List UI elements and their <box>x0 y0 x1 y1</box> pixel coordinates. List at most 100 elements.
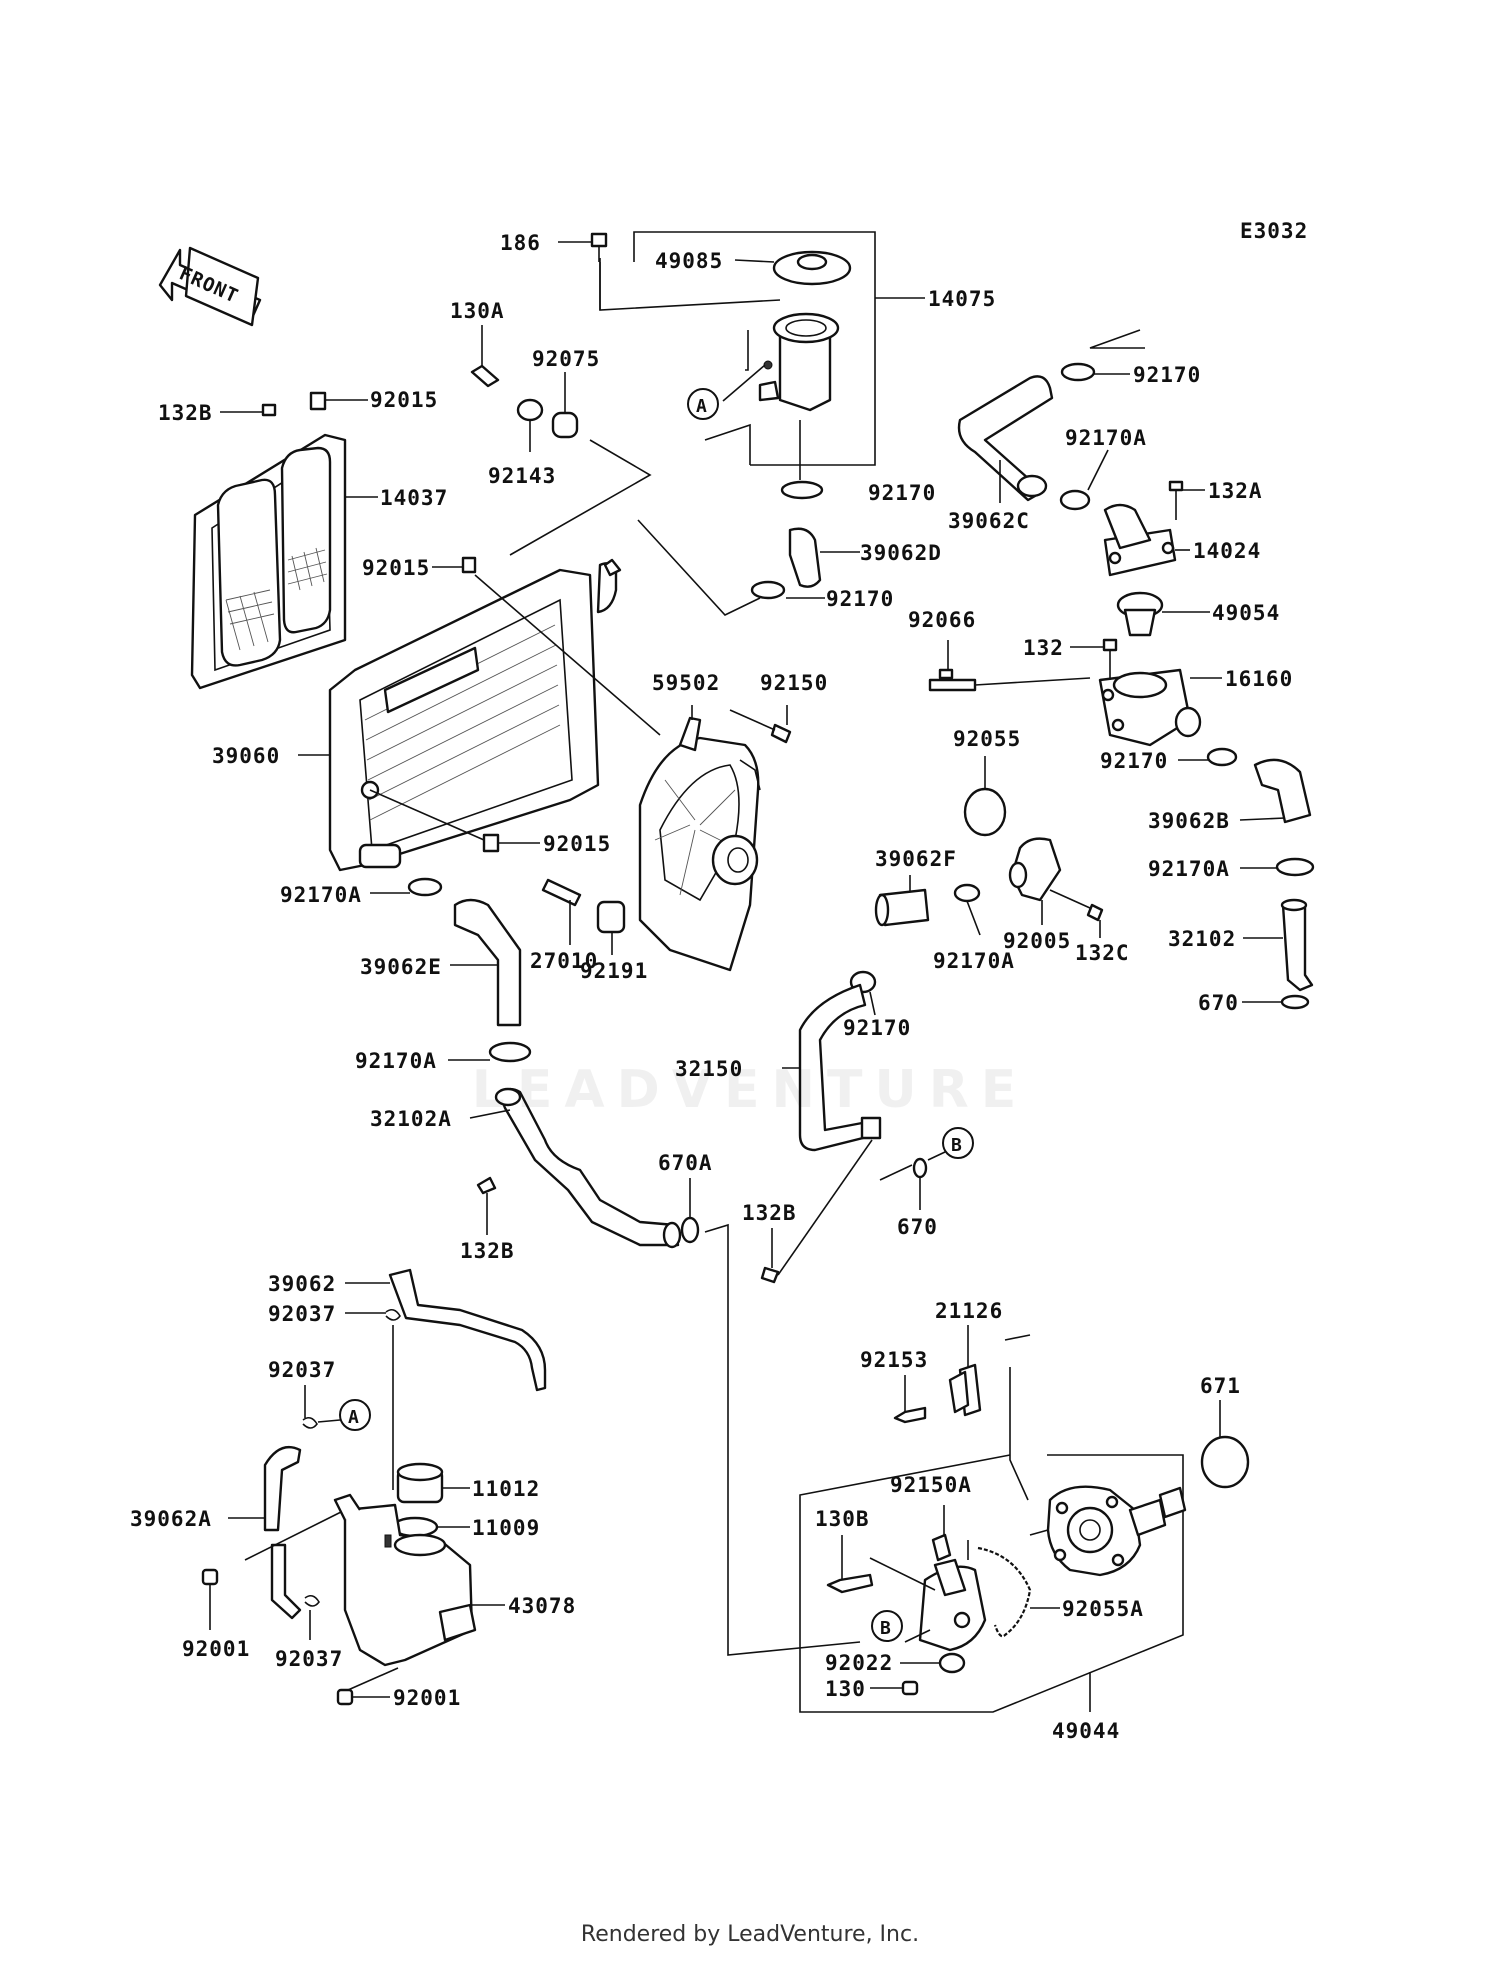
label-14075: 14075 <box>928 287 996 311</box>
label-92022: 92022 <box>825 1651 893 1675</box>
label-92037-top: 92037 <box>268 1302 336 1326</box>
overflow-hose-39062-icon <box>345 1268 547 1392</box>
label-130a: 130A <box>450 299 505 323</box>
sensor-27010-icon <box>541 878 582 945</box>
label-16160: 16160 <box>1225 667 1293 691</box>
pipe-32102a-icon <box>469 1087 682 1249</box>
label-14024: 14024 <box>1193 539 1261 563</box>
label-92170a-left: 92170A <box>280 883 362 907</box>
label-49085: 49085 <box>655 249 723 273</box>
hose-39062a-icon <box>228 1445 346 1620</box>
callout-a-low <box>339 1399 371 1431</box>
label-14037: 14037 <box>380 486 448 510</box>
label-186: 186 <box>500 231 541 255</box>
label-32102a: 32102A <box>370 1107 452 1131</box>
clamp-92170-mid-icon <box>750 580 825 600</box>
label-92066: 92066 <box>908 608 976 632</box>
label-92170a-right: 92170A <box>1148 857 1230 881</box>
hose-39062d-icon <box>788 527 860 588</box>
callout-b-label: B <box>951 1135 963 1156</box>
label-92055: 92055 <box>953 727 1021 751</box>
clip-92037-top-icon <box>345 1308 401 1490</box>
label-132: 132 <box>1023 636 1064 660</box>
radiator-39060 <box>298 558 622 872</box>
filler-neck-group <box>599 231 925 500</box>
bolt-132a-icon <box>1168 480 1205 520</box>
footer-credit: Rendered by LeadVenture, Inc. <box>580 1922 920 1947</box>
bolt-92001-left-icon <box>201 1568 219 1630</box>
clip-92015-low-icon <box>369 789 540 853</box>
label-39062d: 39062D <box>860 541 942 565</box>
label-11012: 11012 <box>472 1477 540 1501</box>
label-92015-low: 92015 <box>543 832 611 856</box>
label-132b-top: 132B <box>158 401 213 425</box>
label-92153: 92153 <box>860 1348 928 1372</box>
bolt-92001-low-icon <box>336 1667 399 1706</box>
o-ring-670-icon <box>879 1151 946 1210</box>
label-670: 670 <box>897 1215 938 1239</box>
label-92037-low: 92037 <box>275 1647 343 1671</box>
fan-59502 <box>638 705 761 972</box>
label-132b-mid: 132B <box>742 1201 797 1225</box>
label-132c: 132C <box>1075 941 1130 965</box>
bolt-132c-icon <box>1049 889 1104 938</box>
label-39062e: 39062E <box>360 955 442 979</box>
clamp-92170-right-icon <box>1178 747 1238 767</box>
label-49054: 49054 <box>1212 601 1280 625</box>
label-39062: 39062 <box>268 1272 336 1296</box>
label-92001-left: 92001 <box>182 1637 250 1661</box>
bolt-130a-icon <box>470 325 500 388</box>
label-92075: 92075 <box>532 347 600 371</box>
cap-92191-icon <box>596 900 626 955</box>
label-92150: 92150 <box>760 671 828 695</box>
clamp-92170a-topright-icon <box>1059 449 1109 511</box>
label-39062f: 39062F <box>875 847 957 871</box>
cap-11012-icon <box>396 1462 470 1504</box>
label-92170-mid: 92170 <box>826 587 894 611</box>
label-49044: 49044 <box>1052 1719 1120 1743</box>
label-92015-top: 92015 <box>370 388 438 412</box>
thermostat-49054-icon <box>1116 591 1210 637</box>
outlet-92005-icon <box>1008 837 1062 925</box>
label-92143: 92143 <box>488 464 556 488</box>
label-670-right: 670 <box>1198 991 1239 1015</box>
bolt-186-icon <box>558 232 608 262</box>
grommet-92075-icon <box>551 372 579 439</box>
screw-132b-mid-icon <box>760 1139 873 1284</box>
bolt-132-icon <box>1070 638 1118 680</box>
thermostat-cover-14024 <box>1103 503 1190 577</box>
o-ring-670-right-icon <box>1242 994 1310 1010</box>
label-92170-low: 92170 <box>843 1016 911 1040</box>
label-92001-low: 92001 <box>393 1686 461 1710</box>
callout-b-top <box>942 1127 974 1159</box>
label-39062a: 39062A <box>130 1507 212 1531</box>
hose-39062e-icon <box>450 898 522 1027</box>
label-92170-topright: 92170 <box>1133 363 1201 387</box>
label-32150: 32150 <box>675 1057 743 1081</box>
shroud-14037 <box>190 433 378 690</box>
callout-b-low-label: B <box>880 1618 892 1639</box>
callout-a-label: A <box>696 396 708 417</box>
pipe-32102-icon <box>1243 898 1314 992</box>
hose-39062c-icon <box>957 375 1054 503</box>
clamp-92170a-low-icon <box>448 1041 532 1063</box>
label-59502: 59502 <box>652 671 720 695</box>
label-43078: 43078 <box>508 1594 576 1618</box>
hose-39062b-icon <box>1239 758 1312 824</box>
water-pump-group <box>799 1325 1250 1713</box>
gasket-11009-icon <box>391 1516 470 1538</box>
label-671: 671 <box>1200 1374 1241 1398</box>
screw-132b-low-icon <box>476 1176 497 1235</box>
callout-b-low <box>871 1610 903 1642</box>
clamp-92170a-left-icon <box>370 877 443 897</box>
label-92170a-mid: 92170A <box>933 949 1015 973</box>
clip-92015-top-icon <box>309 391 368 411</box>
clip-92037-low-icon <box>304 1594 320 1640</box>
label-92037-mid: 92037 <box>268 1358 336 1382</box>
sensor-92066-icon <box>928 640 1091 692</box>
label-92055a: 92055A <box>1062 1597 1144 1621</box>
label-39062b: 39062B <box>1148 809 1230 833</box>
label-132b-low: 132B <box>460 1239 515 1263</box>
o-ring-670a-icon <box>680 1178 700 1244</box>
